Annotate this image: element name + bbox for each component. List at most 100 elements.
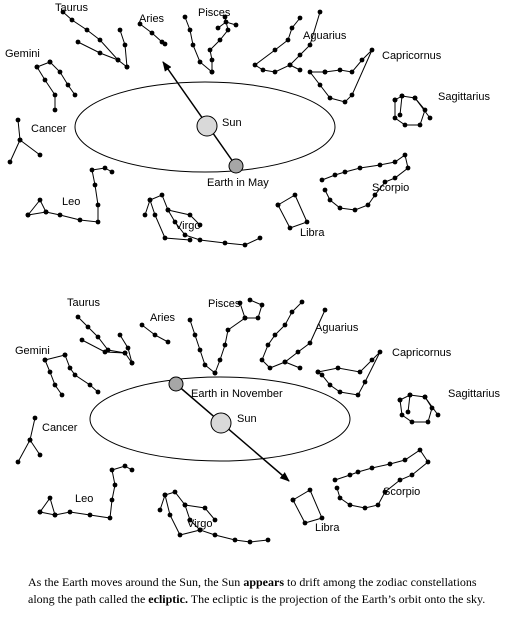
- label-pisces: Pisces: [208, 298, 241, 310]
- constellation-line: [407, 394, 411, 413]
- star: [187, 237, 193, 243]
- star: [322, 187, 328, 193]
- star: [87, 382, 93, 388]
- star: [295, 349, 301, 355]
- star: [372, 192, 378, 198]
- star: [257, 235, 263, 241]
- star: [77, 217, 83, 223]
- constellation-libra: Libra: [275, 192, 325, 239]
- constellation-line: [19, 139, 41, 156]
- star: [337, 495, 343, 501]
- star: [233, 22, 239, 28]
- label-scorpio: Scorpio: [383, 486, 420, 498]
- star: [217, 37, 223, 43]
- star: [95, 334, 101, 340]
- star: [124, 64, 130, 70]
- star: [72, 372, 78, 378]
- constellation-line: [394, 95, 426, 126]
- star: [209, 69, 215, 75]
- star: [102, 165, 108, 171]
- star: [317, 9, 323, 15]
- star: [52, 512, 58, 518]
- star: [247, 539, 253, 545]
- constellation-line: [399, 394, 433, 423]
- star: [122, 42, 128, 48]
- star: [109, 497, 115, 503]
- label-aguarius: Aguarius: [303, 30, 347, 42]
- star: [405, 165, 411, 171]
- star: [337, 205, 343, 211]
- star: [85, 324, 91, 330]
- caption-text-2: to drift among the zodiac constellations…: [28, 575, 477, 606]
- label-capricornus: Capricornus: [382, 50, 442, 62]
- constellation-line: [414, 97, 431, 119]
- star: [187, 212, 193, 218]
- star: [247, 297, 253, 303]
- star: [337, 67, 343, 73]
- constellation-gemini: Gemini: [5, 48, 78, 113]
- star: [212, 517, 218, 523]
- star: [117, 27, 123, 33]
- constellation-libra: Libra: [290, 487, 340, 534]
- caption: As the Earth moves around the Sun, the S…: [28, 574, 498, 608]
- star: [139, 322, 145, 328]
- star: [425, 419, 431, 425]
- star: [417, 122, 423, 128]
- star: [332, 477, 338, 483]
- star: [62, 352, 68, 358]
- star: [57, 69, 63, 75]
- star: [272, 332, 278, 338]
- star: [232, 537, 238, 543]
- constellation-line: [44, 354, 66, 361]
- star: [17, 137, 23, 143]
- star: [319, 177, 325, 183]
- star: [327, 197, 333, 203]
- star: [375, 502, 381, 508]
- star: [365, 202, 371, 208]
- caption-text-1: As the Earth moves around the Sun, the S…: [28, 575, 244, 589]
- star: [332, 172, 338, 178]
- label-libra: Libra: [300, 227, 325, 239]
- constellation-line: [17, 417, 36, 463]
- constellation-scorpio: Scorpio: [332, 447, 431, 511]
- constellation-pisces: Pisces: [182, 7, 239, 75]
- star: [335, 365, 341, 371]
- star: [299, 299, 305, 305]
- star: [187, 27, 193, 33]
- star: [112, 482, 118, 488]
- constellation-pisces: Pisces: [187, 297, 265, 376]
- star: [165, 207, 171, 213]
- star: [42, 357, 48, 363]
- star: [67, 509, 73, 515]
- star: [402, 457, 408, 463]
- star: [43, 209, 49, 215]
- star: [60, 9, 66, 15]
- star: [290, 497, 296, 503]
- star: [95, 389, 101, 395]
- star: [222, 342, 228, 348]
- label-sagittarius: Sagittarius: [438, 91, 490, 103]
- constellation-line: [189, 319, 216, 374]
- star: [157, 507, 163, 513]
- constellation-cancer: Cancer: [15, 415, 78, 465]
- star: [272, 47, 278, 53]
- star: [352, 207, 358, 213]
- star: [412, 95, 418, 101]
- star: [255, 315, 261, 321]
- label-scorpio: Scorpio: [372, 182, 409, 194]
- label-capricornus: Capricornus: [392, 347, 452, 359]
- constellation-sagittarius: Sagittarius: [392, 91, 490, 128]
- star: [79, 337, 85, 343]
- star: [7, 159, 13, 165]
- star: [362, 505, 368, 511]
- earth-orbit: [74, 81, 336, 173]
- constellation-line: [321, 154, 409, 211]
- star: [282, 322, 288, 328]
- star: [52, 382, 58, 388]
- constellation-virgo: Virgo: [157, 489, 271, 545]
- star: [355, 392, 361, 398]
- constellation-line: [277, 194, 308, 229]
- star: [377, 349, 383, 355]
- earth-label: Earth in November: [191, 388, 283, 400]
